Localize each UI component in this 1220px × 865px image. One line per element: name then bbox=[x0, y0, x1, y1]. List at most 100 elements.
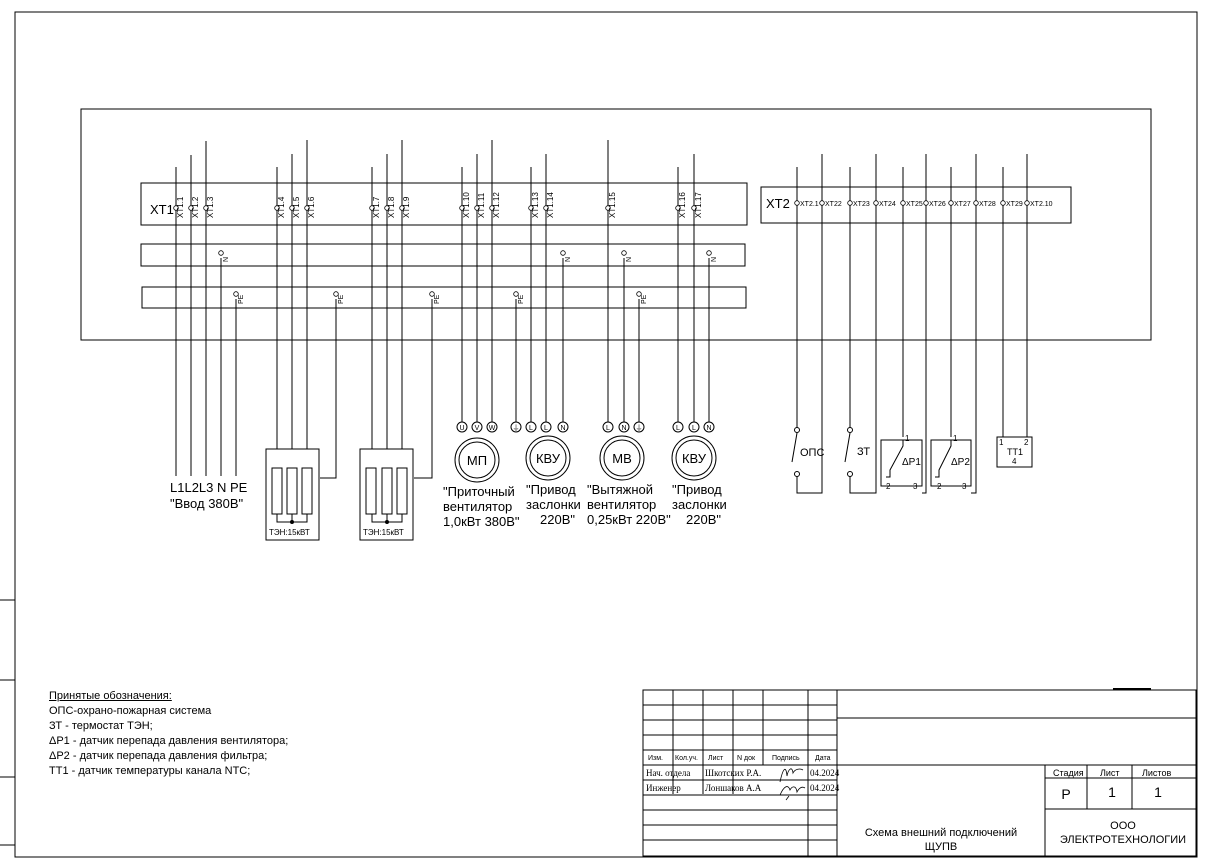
pe-terminal-label: PE bbox=[238, 294, 245, 304]
row1-role: Нач. отдела bbox=[646, 768, 690, 778]
kvu2-caption-2: заслонки bbox=[672, 497, 727, 512]
mv-symbol: МВ bbox=[612, 451, 632, 466]
pe-terminal-label: PE bbox=[641, 294, 648, 304]
xt1-terminal-label: XT1.9 bbox=[402, 196, 411, 218]
signatures bbox=[779, 768, 806, 801]
zt-label: ЗТ bbox=[857, 446, 870, 458]
tt1-pin2: 2 bbox=[1024, 438, 1029, 447]
xt2-terminal-label: XT25 bbox=[906, 201, 923, 208]
xt2-terminal-label: XT27 bbox=[954, 201, 971, 208]
legend-item-dp2: ΔР2 - датчик перепада давления фильтра; bbox=[49, 750, 268, 762]
xt2-terminal-label: XT24 bbox=[879, 201, 896, 208]
ops-contact bbox=[791, 427, 800, 477]
heater-2-label: ТЭН:15кВТ bbox=[363, 528, 404, 537]
row1-name: Шкотских Р.А. bbox=[705, 768, 761, 778]
col-n-dok: N док bbox=[737, 755, 756, 762]
tt1-pin4: 4 bbox=[1012, 457, 1017, 466]
n-bus bbox=[140, 243, 746, 267]
mv-caption-1: "Вытяжной bbox=[587, 482, 653, 497]
mp-term-u: U bbox=[459, 425, 464, 432]
n-terminal-label: N bbox=[626, 257, 633, 262]
tt1-label: ТТ1 bbox=[1007, 447, 1023, 457]
device-terminal-labels: U V W ⏚ L L N L N ⏚ L L N bbox=[459, 424, 711, 432]
sheets-header: Листов bbox=[1142, 768, 1171, 778]
xt2-terminal-label: XT23 bbox=[853, 201, 870, 208]
wire-ops-b bbox=[796, 154, 823, 494]
wire-pe-heater2 bbox=[414, 299, 433, 479]
terminal-rings bbox=[173, 200, 1030, 297]
xt2-terminal-label: XT26 bbox=[929, 201, 946, 208]
wire-dp2-b bbox=[971, 154, 977, 494]
col-podpis: Подпись bbox=[772, 755, 800, 762]
title-block-text: Изм. Кол.уч. Лист N док Подпись Дата Нач… bbox=[646, 755, 1186, 853]
devices bbox=[454, 435, 717, 483]
mp-symbol: МП bbox=[467, 453, 487, 468]
terminal-strips bbox=[140, 182, 1072, 309]
kvu2-term-l2: L bbox=[692, 425, 696, 432]
xt1-terminal-label: XT1.6 bbox=[307, 196, 316, 218]
mv-term-n: N bbox=[621, 425, 626, 432]
xt1-terminal-label: XT1.11 bbox=[477, 192, 486, 218]
wire-pe-heater1 bbox=[320, 299, 337, 479]
xt1-terminal-label: XT1.15 bbox=[608, 192, 617, 218]
device-terminals bbox=[456, 421, 715, 433]
xt1-terminal-label: XT1.17 bbox=[694, 192, 703, 218]
company-line2: ЭЛЕКТРОТЕХНОЛОГИИ bbox=[1060, 834, 1186, 846]
kvu2-caption-3: 220В" bbox=[686, 512, 721, 527]
xt1-terminal-label: XT1.1 bbox=[176, 196, 185, 218]
pe-terminal-label: PE bbox=[518, 294, 525, 304]
kvu-2-symbol: КВУ bbox=[682, 451, 707, 466]
mv-caption-2: вентилятор bbox=[587, 497, 656, 512]
xt1-strip bbox=[140, 182, 748, 226]
wire-zt-b bbox=[849, 154, 877, 494]
legend-item-tt1: ТТ1 - датчик температуры канала NTC; bbox=[49, 765, 251, 777]
mp-term-v: V bbox=[475, 425, 480, 432]
row1-date: 04.2024 bbox=[810, 768, 840, 778]
tt1-sensor bbox=[996, 436, 1033, 468]
xt1-terminal-label: XT1.12 bbox=[492, 192, 501, 218]
n-terminal-label: N bbox=[223, 257, 230, 262]
legend-title: Принятые обозначения: bbox=[49, 690, 172, 702]
stage-value: Р bbox=[1061, 786, 1070, 802]
xt1-terminal-label: XT1.16 bbox=[678, 192, 687, 218]
zt-contact bbox=[844, 427, 853, 477]
mv-caption-3: 0,25кВт 220В" bbox=[587, 512, 671, 527]
xt2-terminal-label: XT22 bbox=[825, 201, 842, 208]
company-line1: ООО bbox=[1110, 820, 1136, 832]
ops-label: ОПС bbox=[800, 447, 824, 459]
legend-item-dp1: ΔР1 - датчик перепада давления вентилято… bbox=[49, 735, 289, 747]
dp1-pin1: 1 bbox=[905, 434, 910, 443]
kvu1-term-l2: L bbox=[544, 425, 548, 432]
xt1-terminal-label: XT1.10 bbox=[462, 192, 471, 218]
kvu2-caption-1: "Привод bbox=[672, 482, 722, 497]
heater-2 bbox=[359, 448, 414, 541]
mp-caption-3: 1,0кВт 380В" bbox=[443, 514, 520, 529]
xt2-label: XT2 bbox=[766, 196, 790, 211]
heater-1-label: ТЭН:15кВТ bbox=[269, 528, 310, 537]
n-terminal-label: N bbox=[565, 257, 572, 262]
xt1-terminal-label: XT1.8 bbox=[387, 196, 396, 218]
doc-title-line2: ЩУПВ bbox=[925, 841, 958, 853]
supply-caption: "Ввод 380В" bbox=[170, 496, 244, 511]
sheet-value: 1 bbox=[1108, 784, 1116, 800]
drawing-frame bbox=[0, 11, 1198, 858]
xt1-terminal-label: XT1.2 bbox=[191, 196, 200, 218]
xt1-terminal-label: XT1.7 bbox=[372, 196, 381, 218]
xt1-terminal-label: XT1.14 bbox=[546, 192, 555, 218]
dp2-pin2: 2 bbox=[937, 482, 942, 491]
mp-term-w: W bbox=[489, 425, 496, 432]
xt2-strip bbox=[760, 186, 1072, 224]
pe-terminal-label: PE bbox=[338, 294, 345, 304]
xt1-terminal-label: XT1.4 bbox=[277, 196, 286, 218]
pe-bus bbox=[141, 286, 747, 309]
col-data: Дата bbox=[815, 755, 831, 762]
legend: Принятые обозначения: ОПС-охрано-пожарна… bbox=[49, 689, 288, 779]
xt2-terminal-label: XT2.1 bbox=[800, 201, 819, 208]
xt1-terminal-label: XT1.13 bbox=[531, 192, 540, 218]
doc-title-line1: Схема внешний подключений bbox=[865, 827, 1017, 839]
heater-1 bbox=[265, 448, 320, 541]
xt1-label: XT1 bbox=[150, 202, 174, 217]
mp-caption-2: вентилятор bbox=[443, 499, 512, 514]
